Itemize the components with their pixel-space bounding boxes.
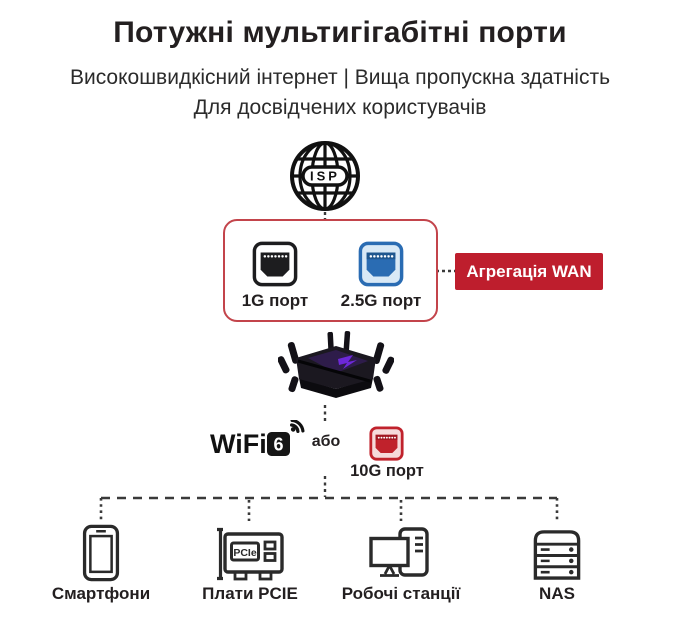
subtitle-line2: Для досвідчених користувачів <box>193 96 487 119</box>
ethernet-port-10g-icon <box>369 426 404 461</box>
wifi-text: WiFi <box>210 429 267 459</box>
router-icon <box>278 331 394 398</box>
device-workstations-label: Робочі станції <box>341 584 461 603</box>
subtitle-line1: Високошвидкісний інтернет | Вища пропуск… <box>69 66 611 89</box>
ethernet-port-2-5g-icon <box>358 241 404 287</box>
globe-isp-icon: ISP <box>290 141 360 211</box>
wifi-signal-icon <box>290 420 305 433</box>
port-10g-label: 10G порт <box>350 462 424 480</box>
pcie-card-icon: PCIe <box>217 527 284 581</box>
port-1g-label: 1G порт <box>241 291 309 310</box>
nas-icon <box>533 530 581 580</box>
wifi6-logo: WiFi 6 <box>210 420 305 459</box>
wifi-gen-badge: 6 <box>273 435 283 455</box>
device-nas-label: NAS <box>539 584 575 603</box>
smartphone-icon <box>82 524 120 582</box>
device-pcie-label: Плати PCIE <box>202 584 298 603</box>
pcie-badge-text: PCIe <box>233 547 257 559</box>
page-title: Потужні мультигігабітні порти <box>113 16 567 49</box>
wan-aggregation-badge: Агрегація WAN <box>455 253 603 290</box>
rog-logo-glyph <box>338 355 357 369</box>
workstation-icon <box>369 527 429 577</box>
or-label: або <box>311 433 341 450</box>
device-smartphones-label: Смартфони <box>51 584 151 603</box>
isp-label: ISP <box>310 169 340 184</box>
ethernet-port-1g-icon <box>252 241 298 287</box>
port-2-5g-label: 2.5G порт <box>340 291 422 310</box>
